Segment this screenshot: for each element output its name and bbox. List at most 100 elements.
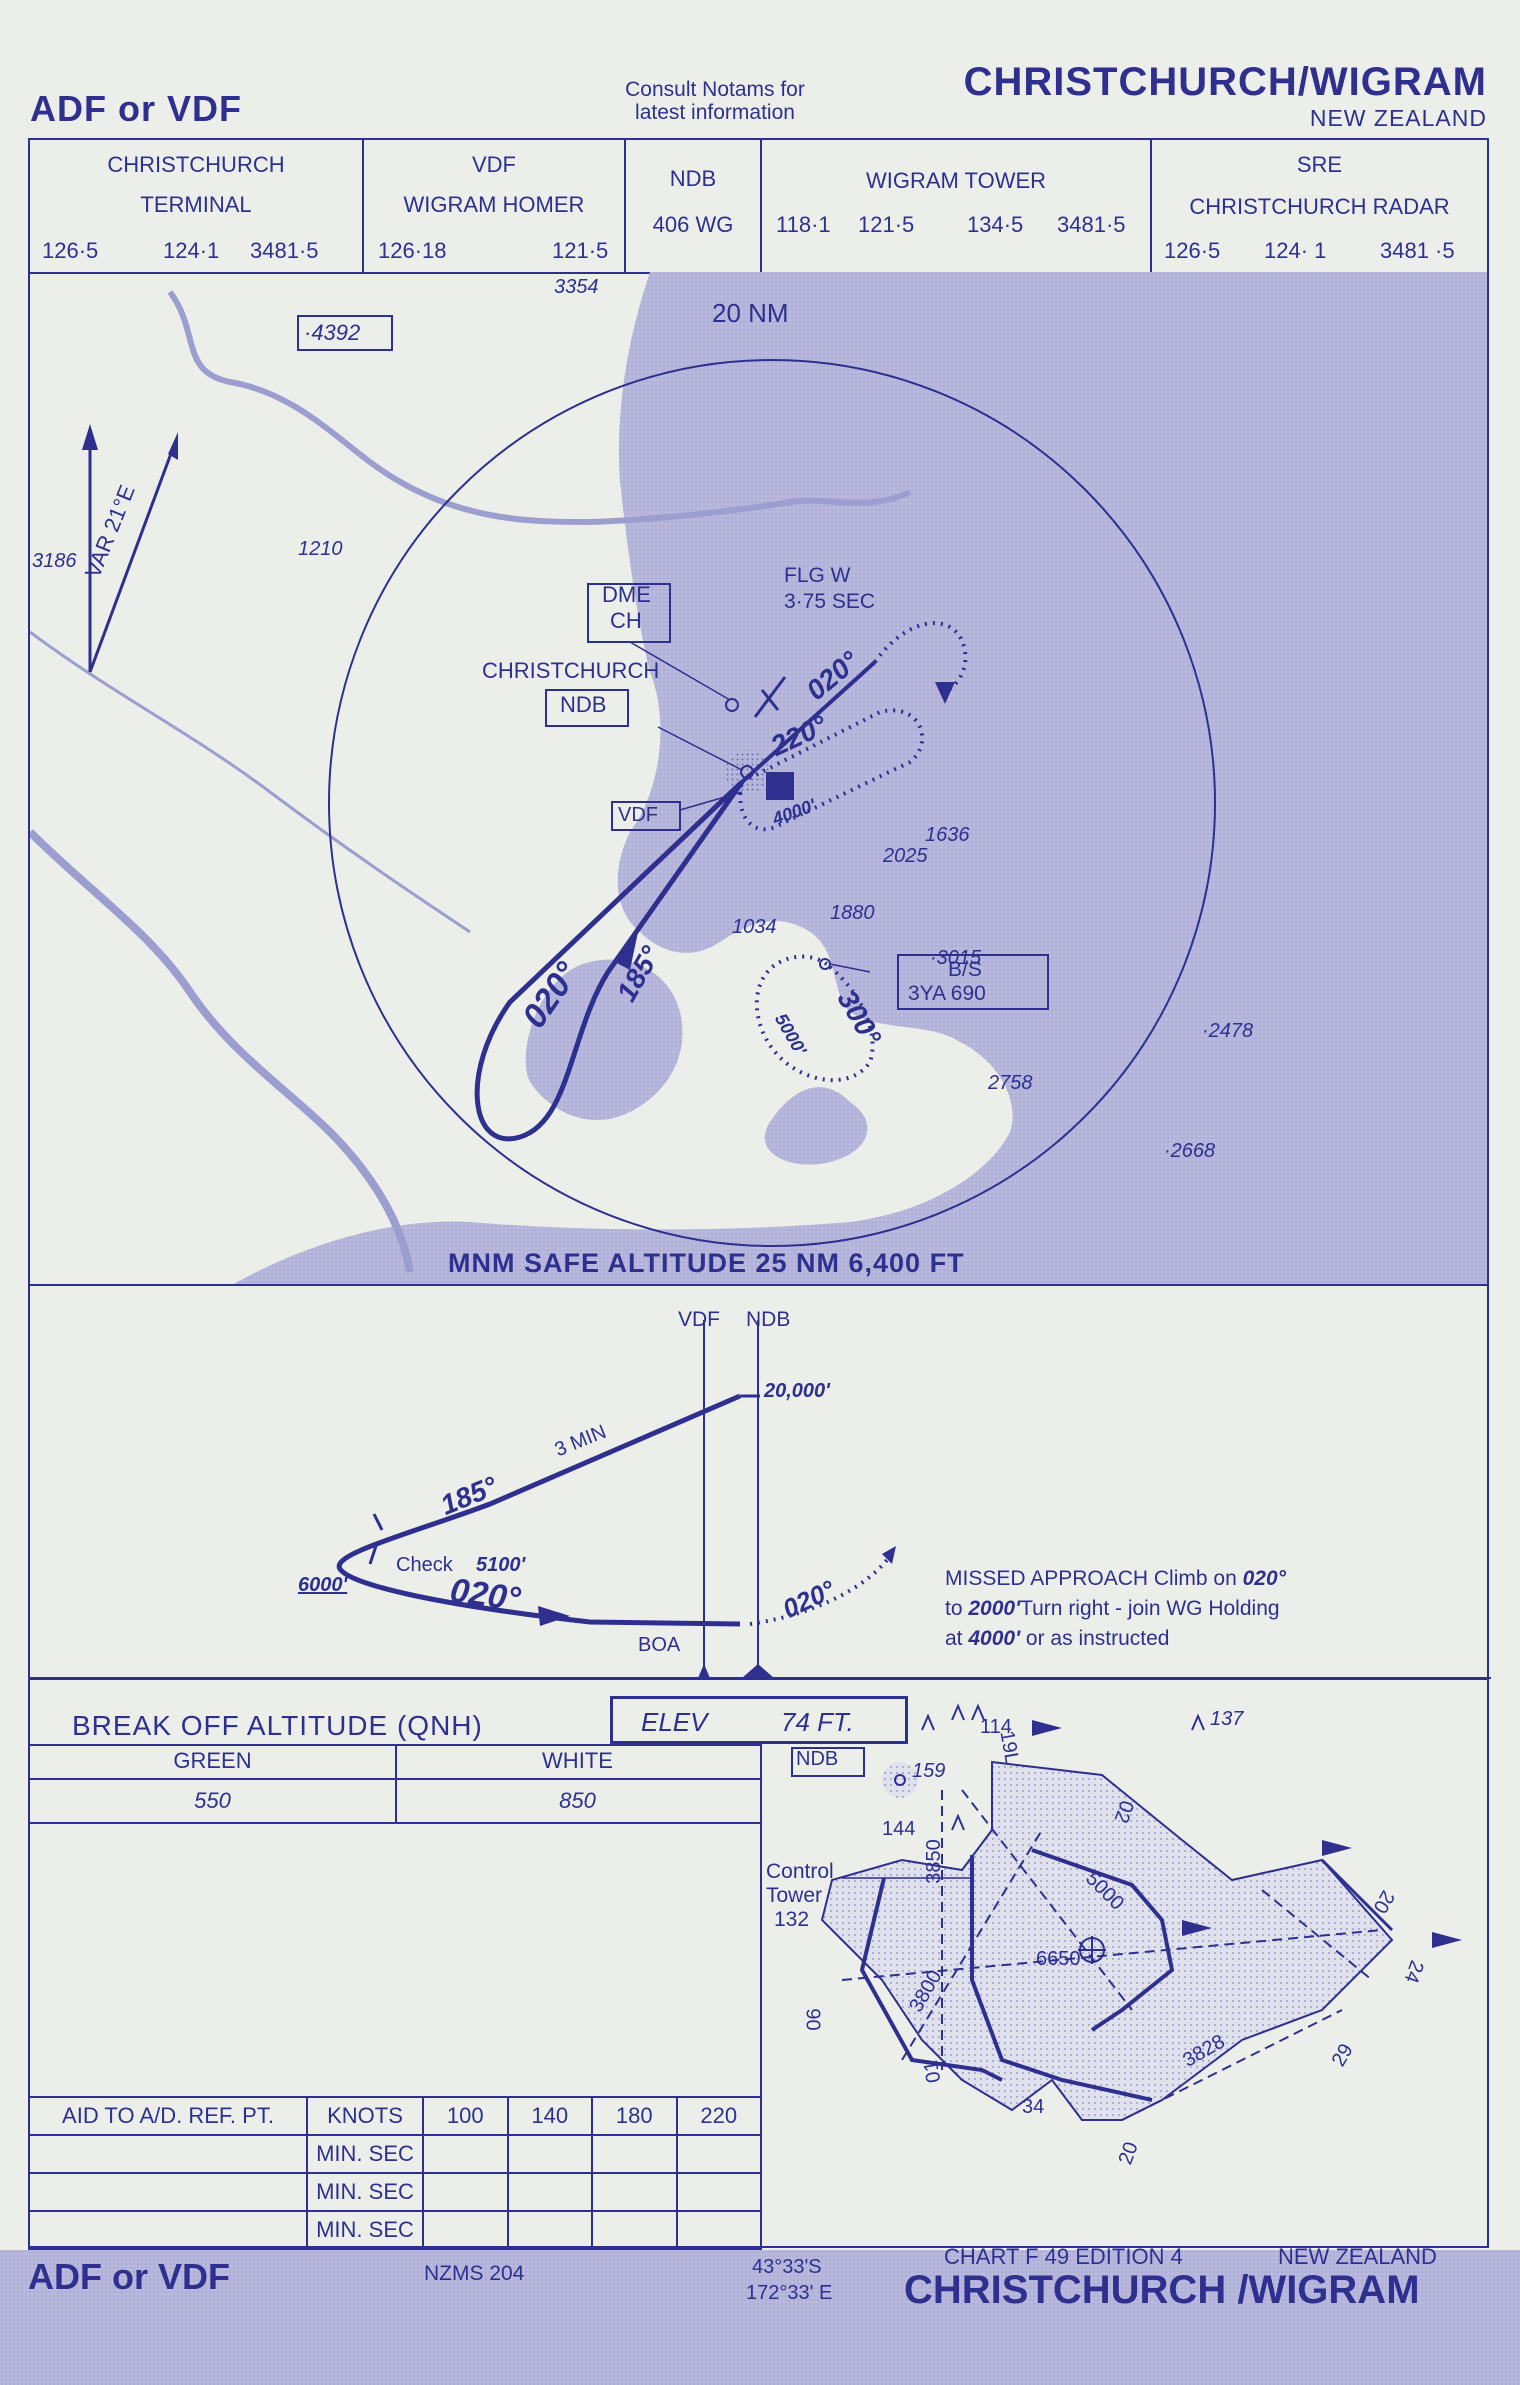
aerodrome-ndb: NDB xyxy=(796,1748,839,1770)
dme-symbol xyxy=(725,698,739,712)
footer-aerodrome-title: CHRISTCHURCH /WIGRAM xyxy=(904,2268,1420,2312)
green-value: 550 xyxy=(194,1788,231,1813)
terminal-freq-2: 124·1 xyxy=(163,238,220,263)
missed-arrow xyxy=(935,682,955,704)
sre-freq-cell: SRE CHRISTCHURCH RADAR 126·5 124· 1 3481… xyxy=(1152,140,1487,272)
sre-freq-2: 124· 1 xyxy=(1264,238,1327,263)
frequency-panel: CHRISTCHURCH TERMINAL 126·5 124·1 3481·5… xyxy=(28,138,1489,274)
obstacle-144: 144 xyxy=(882,1818,916,1840)
distance-3850: 3850 xyxy=(922,1839,945,1884)
chart-edition: CHART F 49 EDITION 4 xyxy=(944,2244,1183,2269)
timing-cell xyxy=(506,2134,593,2174)
bs-leader xyxy=(829,963,871,973)
aerodrome-diagram xyxy=(791,1703,1462,2121)
profile-check: Check xyxy=(396,1554,453,1576)
airfield-area xyxy=(820,1760,1394,2121)
elev-4392-box xyxy=(297,315,393,351)
obstacle-symbol xyxy=(921,1713,935,1731)
terminal-name-2: TERMINAL xyxy=(140,192,252,217)
line-3828 xyxy=(1121,2009,1343,2121)
vdf-name: VDF xyxy=(472,152,516,177)
profile-alt-20000: 20,000' xyxy=(764,1380,830,1402)
ndb-label: NDB xyxy=(560,692,607,717)
timing-header-220: 220 xyxy=(675,2096,762,2136)
track-arrow-1 xyxy=(615,932,638,970)
rakaia-river xyxy=(30,829,414,1273)
notams-note: Consult Notams for latest information xyxy=(575,78,855,124)
elev-1636: 1636 xyxy=(925,824,970,846)
timing-header-100: 100 xyxy=(422,2096,509,2136)
timing-cell xyxy=(591,2172,678,2212)
procedure-title: ADF or VDF xyxy=(30,88,242,129)
minima-section: BREAK OFF ALTITUDE (QNH) ELEV 74 FT. GRE… xyxy=(28,1678,1489,2250)
elev-2025: 2025 xyxy=(883,845,928,867)
terminal-freq-3: 3481·5 xyxy=(250,238,319,263)
sre-name: SRE xyxy=(1296,152,1343,177)
missed-approach-text: MISSED APPROACH Climb on 020° to 2000'Tu… xyxy=(945,1564,1465,1654)
waimakariri-river xyxy=(167,290,912,526)
threshold-flag xyxy=(1322,1840,1352,1856)
obstacle-symbol xyxy=(951,1813,965,1831)
obstacle-137: 137 xyxy=(1210,1708,1244,1730)
tower-label-2: Tower xyxy=(766,1884,823,1907)
plan-view-map xyxy=(30,272,1487,1284)
timing-cell xyxy=(675,2172,762,2212)
elev-1034: 1034 xyxy=(732,916,777,938)
elev-3354: 3354 xyxy=(554,276,599,298)
minima-divider-bottom xyxy=(30,1822,760,1824)
obstacle-114: 114 xyxy=(980,1716,1012,1738)
missed-at: at xyxy=(945,1627,963,1650)
timing-header-knots: KNOTS xyxy=(306,2096,424,2136)
ndb-leader xyxy=(657,726,743,771)
timing-cell xyxy=(591,2134,678,2174)
timing-row-2-aid xyxy=(28,2172,308,2212)
vdf-homer-name: WIGRAM HOMER xyxy=(403,192,585,217)
footer-tint xyxy=(0,2250,1520,2385)
aerodrome-title: CHRISTCHURCH/WIGRAM xyxy=(963,60,1487,104)
true-north-head xyxy=(82,424,98,450)
aerodrome-divider xyxy=(760,1744,762,2250)
runway-24 xyxy=(1320,1858,1394,1932)
holding-pattern-ch xyxy=(738,708,925,832)
ring-label: 20 NM xyxy=(712,298,789,328)
holding-pattern-bs xyxy=(754,954,875,1083)
elev-2668: ·2668 xyxy=(1164,1140,1216,1162)
notams-line-1: Consult Notams for xyxy=(625,78,805,101)
notams-line-2: latest information xyxy=(635,101,795,124)
timing-row-2-label: MIN. SEC xyxy=(306,2172,424,2212)
magnetic-north-head xyxy=(168,432,178,460)
line-6650 xyxy=(841,1929,1383,1981)
missed-alt: 2000' xyxy=(968,1597,1021,1620)
dme-leader xyxy=(629,641,731,701)
line-3800 xyxy=(901,1829,1043,2061)
missed-hold-alt: 4000' xyxy=(968,1627,1021,1650)
line-5000 xyxy=(961,1789,1133,2011)
runway-34: 34 xyxy=(1022,2096,1045,2118)
harbour-area xyxy=(764,1087,868,1165)
ndb-name: NDB xyxy=(669,166,717,191)
timing-cell xyxy=(675,2210,762,2250)
tower-freq-1: 118·1 xyxy=(776,212,831,237)
obstacle-symbol xyxy=(1191,1713,1205,1731)
elevation-box: ELEV 74 FT. xyxy=(610,1696,908,1744)
elev-4392: ·4392 xyxy=(304,320,361,345)
break-off-label: BREAK OFF ALTITUDE (QNH) xyxy=(72,1710,483,1741)
elev-3015: ·3015 xyxy=(930,947,982,969)
ndb-symbol xyxy=(740,765,754,779)
elev-2758: 2758 xyxy=(988,1072,1033,1094)
bs-ident: 3YA 690 xyxy=(908,982,986,1005)
footer: ADF or VDF NZMS 204 43°33'S 172°33' E CH… xyxy=(0,2244,1520,2385)
latitude: 43°33'S xyxy=(752,2256,822,2278)
timing-cell xyxy=(506,2210,593,2250)
vdf-leader xyxy=(679,791,743,811)
magnetic-north-arrow xyxy=(88,439,178,673)
timing-cell xyxy=(591,2210,678,2250)
obstacle-symbol xyxy=(951,1703,965,1721)
longitude: 172°33' E xyxy=(746,2282,833,2304)
taxiway-center xyxy=(970,1855,1153,2102)
green-label: GREEN xyxy=(173,1748,252,1773)
vdf-station xyxy=(698,1664,710,1678)
missed-to: to xyxy=(945,1597,963,1620)
dme-ident: CH xyxy=(610,608,642,633)
terminal-freq-1: 126·5 xyxy=(42,238,99,263)
